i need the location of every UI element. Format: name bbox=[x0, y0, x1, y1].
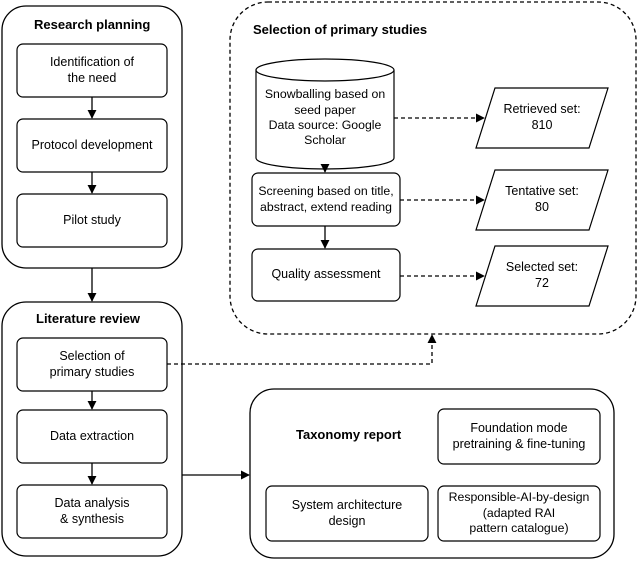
step-pilot-label: Pilot study bbox=[63, 212, 121, 227]
selection-title: Selection of primary studies bbox=[253, 22, 428, 37]
research-planning-title: Research planning bbox=[34, 17, 151, 32]
taxonomy-title: Taxonomy report bbox=[296, 427, 402, 442]
selected-set-label: Selected set: 72 bbox=[505, 260, 579, 290]
step-identification-label: Identification of the need bbox=[49, 54, 135, 85]
tentative-set-label: Tentative set: 80 bbox=[505, 184, 579, 214]
step-analysis-label: Data analysis & synthesis bbox=[54, 495, 130, 526]
selected-set-parallelogram bbox=[475, 245, 609, 307]
step-selection-label: Selection of primary studies bbox=[49, 348, 135, 379]
taxonomy-rai-box bbox=[437, 485, 601, 542]
step-analysis-box bbox=[16, 484, 168, 539]
retrieved-set-parallelogram bbox=[475, 87, 609, 149]
taxonomy-foundation-label: Foundation mode pretraining & fine-tunin… bbox=[452, 420, 586, 451]
taxonomy-foundation-box bbox=[437, 408, 601, 465]
database-label: Snowballing based on seed paper Data sou… bbox=[264, 87, 386, 148]
step-pilot-box bbox=[16, 193, 168, 248]
quality-label: Quality assessment bbox=[271, 267, 381, 282]
database-cylinder bbox=[255, 58, 395, 170]
quality-box bbox=[251, 248, 401, 302]
taxonomy-rai-label: Responsible-AI-by-design (adapted RAI pa… bbox=[448, 490, 590, 536]
screening-label: Screening based on title, abstract, exte… bbox=[258, 184, 394, 214]
tentative-set-parallelogram bbox=[475, 169, 609, 231]
step-extraction-label: Data extraction bbox=[49, 428, 135, 443]
dashed-arrow-selection-to-detail bbox=[167, 334, 437, 365]
taxonomy-architecture-label: System architecture design bbox=[291, 497, 403, 528]
step-protocol-label: Protocol development bbox=[31, 137, 153, 152]
literature-review-title: Literature review bbox=[36, 311, 141, 326]
retrieved-set-label: Retrieved set: 810 bbox=[503, 102, 581, 132]
taxonomy-architecture-box bbox=[265, 485, 429, 542]
